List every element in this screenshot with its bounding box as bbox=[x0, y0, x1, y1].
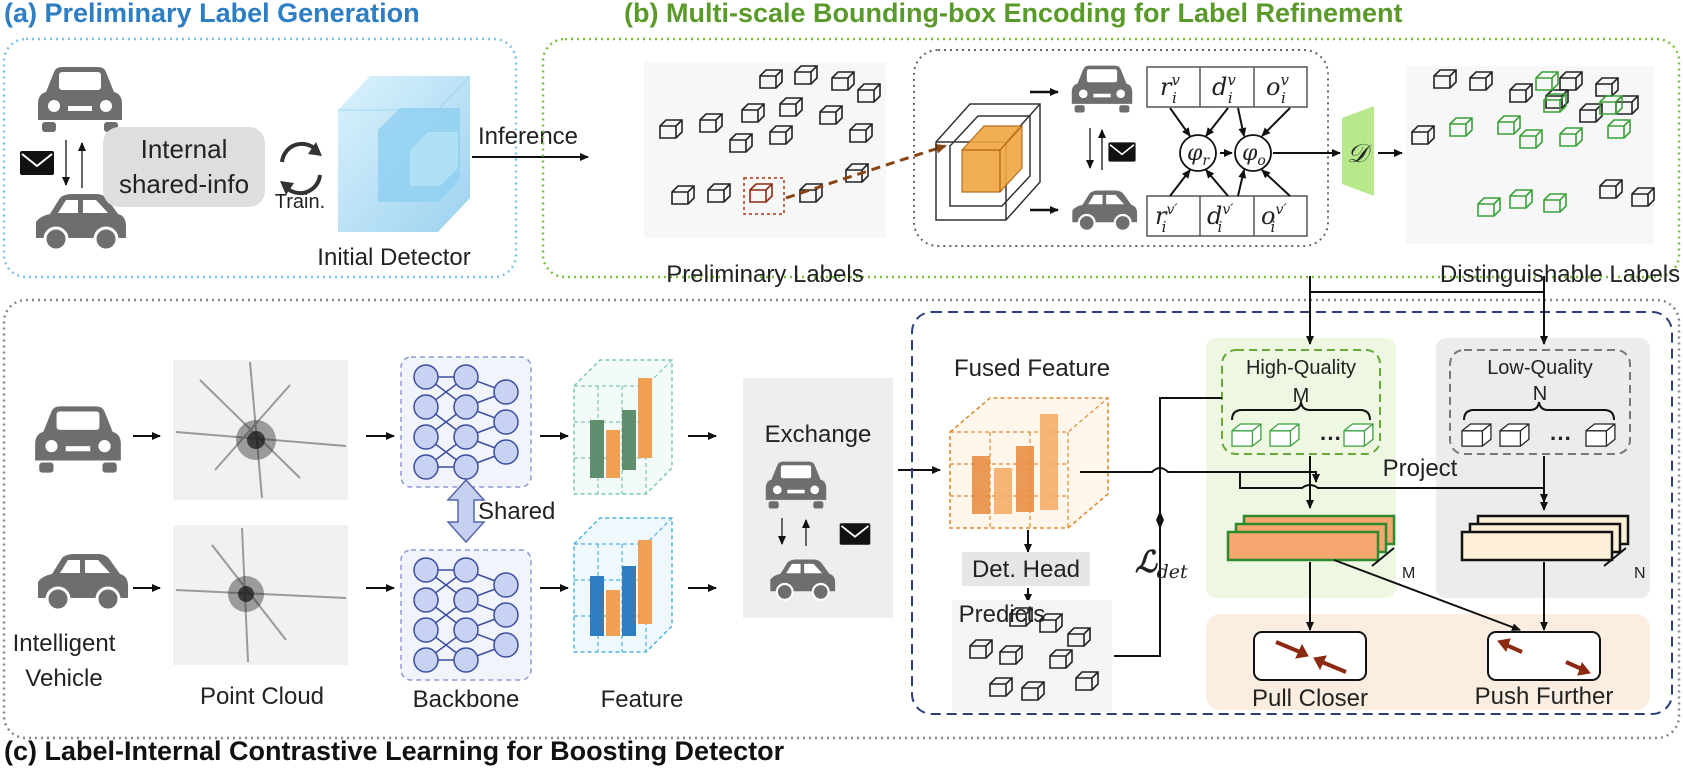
high-quality-box-m bbox=[1343, 423, 1374, 447]
multi-scale-box-graphic bbox=[935, 103, 1041, 221]
low-quality-box-2 bbox=[1499, 423, 1530, 447]
phi-o-node bbox=[1234, 134, 1272, 172]
det-head-box bbox=[962, 552, 1090, 586]
pull-closer-box bbox=[1253, 631, 1367, 681]
initial-detector-graphic bbox=[338, 75, 471, 232]
embedding-n-label: N bbox=[1634, 565, 1646, 582]
high-quality-ellipsis: ··· bbox=[1320, 426, 1342, 451]
high-quality-box-1 bbox=[1231, 423, 1262, 447]
train-label: Train. bbox=[275, 191, 325, 213]
exchange-label: Exchange bbox=[765, 421, 872, 448]
high-quality-brace bbox=[1231, 401, 1371, 421]
high-quality-label: High-Quality bbox=[1246, 357, 1356, 379]
encoding-table-bottom bbox=[1146, 195, 1308, 237]
contrastive-region-frame bbox=[911, 311, 1673, 715]
low-quality-box-n bbox=[1585, 423, 1616, 447]
project-label: Project bbox=[1383, 455, 1458, 482]
fused-feature-label: Fused Feature bbox=[954, 355, 1110, 382]
initial-detector-label: Initial Detector bbox=[317, 244, 470, 271]
high-quality-m: M bbox=[1293, 385, 1310, 407]
section-b-title: (b) Multi-scale Bounding-box Encoding fo… bbox=[624, 0, 1403, 28]
predicts-to-loss-arrow bbox=[1114, 511, 1164, 657]
high-quality-to-loss-arrow bbox=[1156, 397, 1222, 529]
info-box-line-1: Internal bbox=[141, 134, 228, 164]
label-split-lines bbox=[1309, 276, 1545, 312]
high-quality-embeddings bbox=[1226, 514, 1396, 567]
message-icon bbox=[1107, 141, 1137, 163]
low-quality-n: N bbox=[1533, 383, 1547, 405]
message-icon bbox=[19, 150, 55, 176]
vehicle-v-icon bbox=[1071, 65, 1133, 113]
phi-r-node bbox=[1179, 134, 1217, 172]
phi-r-label: φr bbox=[1187, 141, 1210, 169]
message-icon bbox=[838, 522, 872, 546]
vehicle-label-line-2: Vehicle bbox=[25, 665, 102, 692]
high-quality-group bbox=[1221, 349, 1381, 455]
internal-shared-info-box bbox=[103, 127, 265, 207]
r-i-v-prime: rv′i bbox=[1155, 202, 1178, 236]
section-a-title: (a) Preliminary Label Generation bbox=[4, 0, 420, 28]
loss-det: ℒdet bbox=[1135, 545, 1188, 583]
phi-o-label: φo bbox=[1242, 141, 1266, 169]
vehicle-1-icon bbox=[35, 406, 121, 473]
pull-closer-icon bbox=[1275, 640, 1347, 674]
backbone-label: Backbone bbox=[413, 686, 520, 713]
cross-arrow bbox=[1333, 559, 1521, 631]
low-quality-group bbox=[1449, 349, 1631, 455]
distinguishable-labels-caption: Distinguishable Labels bbox=[1440, 261, 1680, 288]
det-head-label: Det. Head bbox=[972, 556, 1080, 583]
point-cloud-2 bbox=[173, 525, 348, 665]
vehicle-v-prime-icon bbox=[1071, 189, 1139, 232]
section-c-title: (c) Label-Internal Contrastive Learning … bbox=[4, 736, 785, 766]
low-quality-ellipsis: ··· bbox=[1550, 426, 1572, 451]
vehicle-2-icon bbox=[36, 552, 130, 612]
o-i-v-prime: ov′i bbox=[1261, 202, 1287, 236]
pull-closer-label: Pull Closer bbox=[1252, 685, 1368, 712]
feature-label: Feature bbox=[601, 686, 684, 713]
phi-arrows bbox=[1169, 107, 1341, 197]
embedding-m-label: M bbox=[1402, 565, 1415, 582]
fused-feature-cube bbox=[949, 397, 1109, 529]
d-i-v-prime: dv′i bbox=[1207, 202, 1234, 236]
push-further-box bbox=[1487, 631, 1601, 681]
preliminary-labels-caption: Preliminary Labels bbox=[666, 261, 863, 288]
decoder-block bbox=[1342, 106, 1374, 196]
preliminary-labels-image bbox=[644, 62, 886, 238]
predicts-label: Predicts bbox=[959, 601, 1046, 628]
low-quality-label: Low-Quality bbox=[1487, 357, 1593, 379]
feature-cube-1 bbox=[573, 359, 673, 495]
fused-project-arrow-low bbox=[1239, 472, 1548, 503]
vehicle-front-icon bbox=[38, 67, 122, 132]
low-quality-embeddings bbox=[1460, 514, 1630, 567]
predicts-image bbox=[952, 600, 1112, 712]
zoom-arrow bbox=[785, 143, 947, 200]
section-a-frame bbox=[2, 37, 518, 279]
push-further-icon bbox=[1497, 638, 1591, 676]
high-quality-box-2 bbox=[1269, 423, 1300, 447]
info-box-line-2: shared-info bbox=[119, 169, 249, 199]
section-b-frame bbox=[541, 37, 1681, 279]
push-further-label: Push Further bbox=[1475, 683, 1614, 710]
shared-label: Shared bbox=[478, 498, 555, 525]
vehicle-label-line-1: Intelligent bbox=[13, 630, 116, 657]
low-quality-box-1 bbox=[1461, 423, 1492, 447]
point-cloud-1 bbox=[173, 360, 348, 500]
shared-arrow bbox=[446, 478, 486, 544]
inference-label: Inference bbox=[478, 123, 578, 150]
low-quality-brace bbox=[1463, 401, 1615, 421]
point-cloud-label: Point Cloud bbox=[200, 683, 324, 710]
cycle-icon bbox=[280, 141, 322, 196]
feature-cube-2 bbox=[573, 517, 673, 653]
fused-project-arrow-high bbox=[1080, 467, 1320, 483]
encoding-table-top bbox=[1146, 66, 1308, 108]
distinguishable-labels-image bbox=[1406, 66, 1655, 244]
